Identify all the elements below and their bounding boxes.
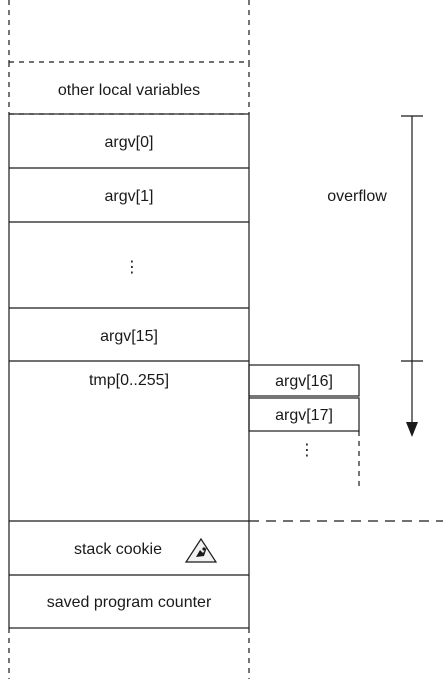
argv16-overflow-box — [248, 364, 360, 397]
overflow-label: overflow — [327, 188, 387, 205]
saved-pc-cell: saved program counter — [47, 594, 212, 611]
argv16-overflow-cell: argv[16] — [275, 373, 333, 390]
overflow-ellipsis: ⋮ — [299, 442, 315, 459]
warning-triangle-icon — [184, 537, 218, 563]
overflow-arrow — [401, 115, 423, 437]
other-locals-label: other local variables — [58, 82, 200, 99]
argv1-cell: argv[1] — [105, 188, 154, 205]
argv15-cell: argv[15] — [100, 328, 158, 345]
argv17-overflow-cell: argv[17] — [275, 407, 333, 424]
tmp-buffer-cell: tmp[0..255] — [89, 372, 169, 389]
argv17-overflow-box — [248, 397, 360, 432]
overflow-arrow-head — [406, 422, 418, 437]
argv0-cell: argv[0] — [105, 134, 154, 151]
argv-ellipsis: ⋮ — [124, 259, 140, 276]
stack-cookie-label: stack cookie — [74, 541, 162, 558]
